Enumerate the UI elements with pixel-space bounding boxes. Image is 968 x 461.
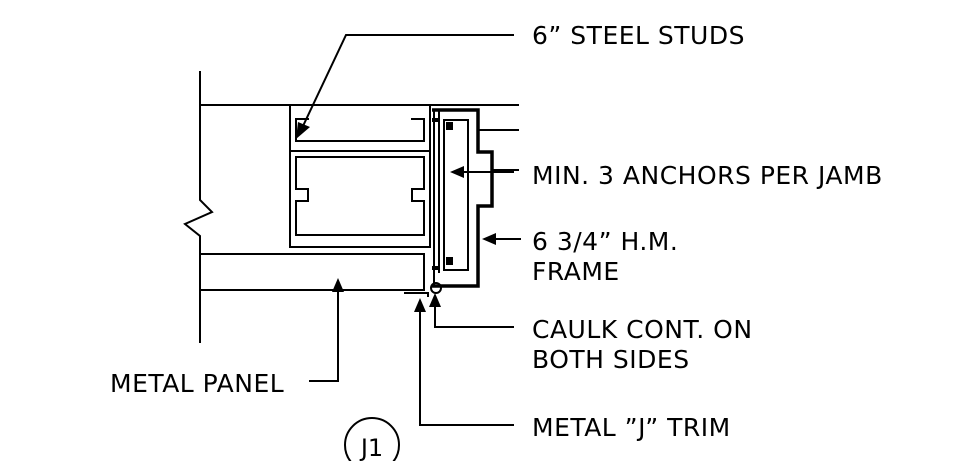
leader-metal-panel: [309, 278, 344, 382]
steel-stud-lower: [289, 150, 431, 236]
leader-steel-studs: [296, 34, 514, 139]
label-j-trim: METAL ”J” TRIM: [532, 413, 731, 442]
leader-j-trim: [414, 298, 514, 426]
hm-frame-shape: [432, 108, 519, 288]
label-frame-line2: FRAME: [532, 257, 620, 286]
label-steel-studs: 6” STEEL STUDS: [532, 21, 745, 50]
label-metal-panel: METAL PANEL: [110, 369, 284, 398]
label-anchors: MIN. 3 ANCHORS PER JAMB: [532, 161, 883, 190]
caulk-bead: [430, 282, 442, 294]
detail-tag-text: J1: [359, 434, 383, 461]
label-frame-line1: 6 3/4” H.M.: [532, 227, 678, 256]
label-caulk-line1: CAULK CONT. ON: [532, 315, 753, 344]
leader-caulk: [429, 293, 514, 328]
detail-tag: J1: [344, 417, 400, 461]
leader-anchors: [450, 166, 514, 178]
leader-frame: [482, 233, 521, 245]
steel-stud-outer: [289, 104, 431, 248]
j-trim-shape: [404, 292, 429, 297]
metal-panel-shape: [199, 253, 425, 291]
steel-stud-upper: [295, 118, 425, 142]
label-caulk-line2: BOTH SIDES: [532, 345, 690, 374]
